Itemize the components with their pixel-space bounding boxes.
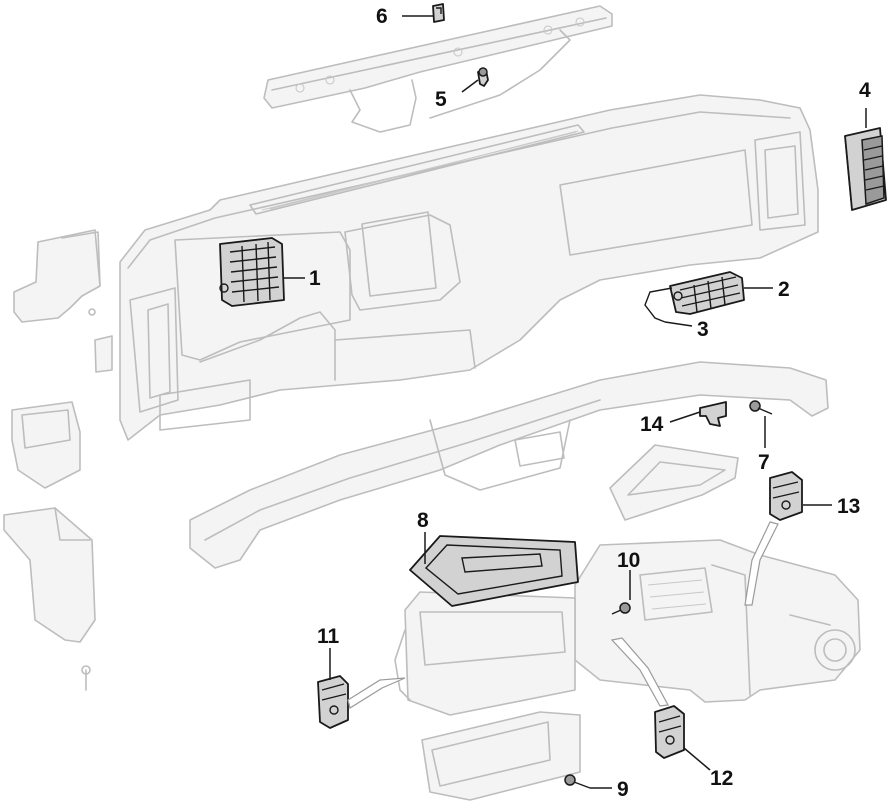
callout-4: 4 [859, 79, 871, 102]
actuator-13 [744, 471, 803, 606]
callout-13: 13 [837, 495, 860, 518]
screw-5 [477, 67, 489, 87]
screw-9 [564, 774, 591, 789]
air-outlet-right [669, 271, 745, 315]
cross-car-duct [189, 361, 829, 569]
callout-9: 9 [617, 778, 629, 801]
side-vent [844, 127, 887, 211]
callout-14: 14 [640, 413, 664, 436]
callout-3: 3 [697, 318, 709, 341]
actuator-12 [610, 637, 685, 759]
screw-7 [749, 400, 773, 415]
leader-lines [284, 15, 867, 789]
callout-5: 5 [435, 88, 447, 111]
bracket-14 [699, 401, 727, 427]
callout-2: 2 [778, 278, 790, 301]
callout-6: 6 [376, 5, 388, 28]
evaporator-seal [409, 535, 579, 607]
callout-1: 1 [309, 267, 321, 290]
outlet-linkage-rod [644, 287, 673, 323]
retainer-clip-6 [432, 3, 445, 23]
callout-11: 11 [317, 625, 340, 648]
callout-10: 10 [617, 549, 640, 572]
actuator-11 [317, 675, 406, 729]
left-side-parts [3, 229, 113, 691]
callout-12: 12 [710, 767, 733, 790]
air-outlet-left [219, 237, 285, 307]
callout-7: 7 [758, 451, 770, 474]
callout-8: 8 [417, 509, 429, 532]
defroster-duct [263, 5, 613, 133]
hvac-module [394, 539, 861, 801]
glove-box-frame [609, 444, 739, 521]
screw-10 [611, 602, 631, 615]
callout-labels: 1 2 3 4 5 6 7 8 9 10 11 12 13 14 [309, 5, 871, 801]
instrument-panel [119, 94, 819, 441]
